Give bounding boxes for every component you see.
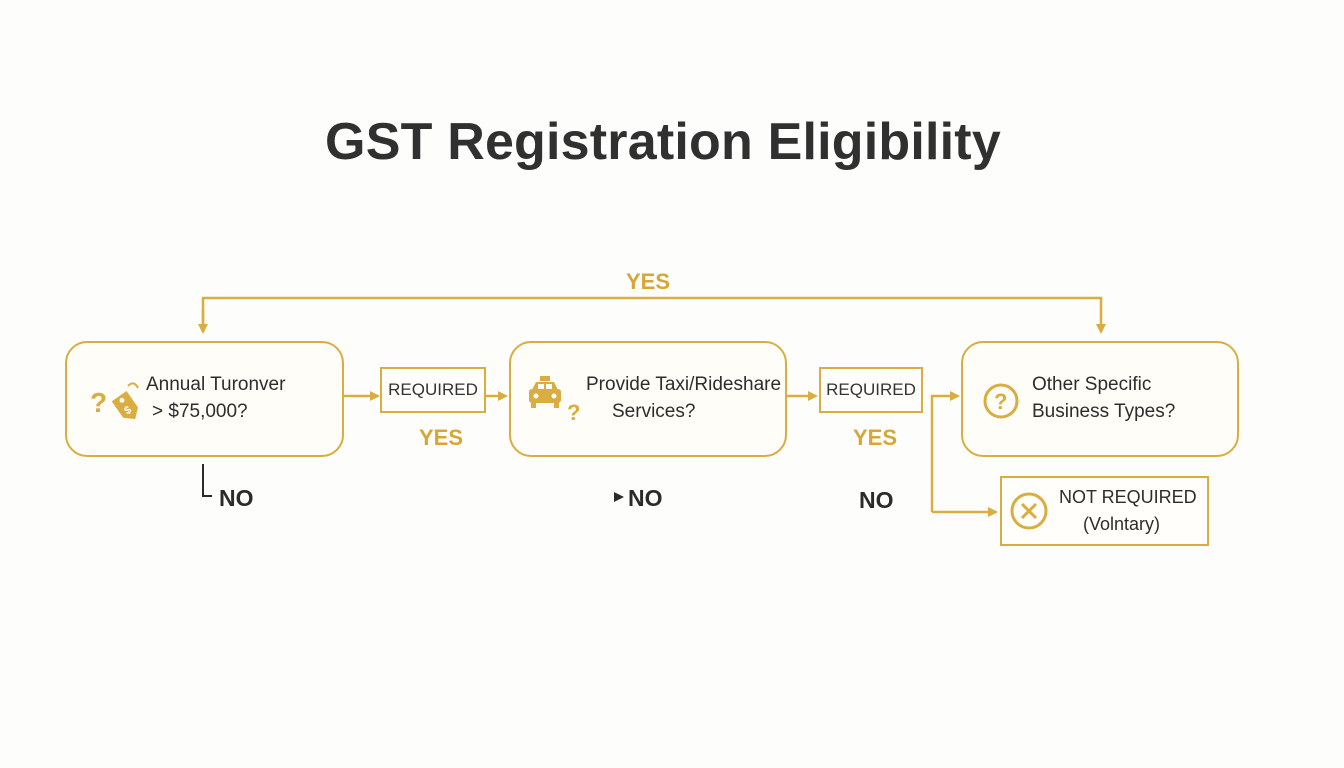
required-badge-1: REQUIRED	[380, 367, 486, 413]
other-question-line1: Other Specific	[1032, 374, 1152, 395]
taxi-question-line2: Services?	[612, 401, 696, 422]
yes-label-1: YES	[419, 425, 464, 450]
price-tag-question-icon: ? $	[90, 382, 139, 420]
yes-label-2: YES	[853, 425, 898, 450]
no-label-3: NO	[859, 487, 894, 513]
not-required-result	[1000, 476, 1209, 546]
turnover-decision-node	[65, 341, 344, 457]
svg-text:$: $	[122, 404, 134, 417]
turnover-question-line1: Annual Turonver	[146, 374, 286, 395]
svg-text:?: ?	[994, 389, 1007, 414]
x-circle-icon	[1010, 492, 1048, 530]
yes-loop-line	[201, 296, 1106, 334]
other-business-decision-node	[961, 341, 1239, 457]
question-circle-icon: ?	[983, 383, 1019, 419]
taxi-question-line1: Provide Taxi/Rideshare	[586, 374, 782, 395]
arrow-required-other	[930, 391, 960, 512]
turnover-question-line2: > $75,000?	[152, 401, 248, 422]
svg-text:?: ?	[90, 387, 107, 418]
other-question-line2: Business Types?	[1032, 401, 1176, 422]
svg-text:?: ?	[567, 400, 580, 424]
diagram-title: GST Registration Eligibility	[325, 113, 1001, 171]
no-label-1: NO	[219, 485, 254, 511]
not-required-line2: (Volntary)	[1083, 514, 1161, 534]
not-required-line1: NOT REQUIRED	[1059, 487, 1197, 507]
no-label-2: NO	[628, 485, 663, 511]
yes-label-top: YES	[626, 269, 671, 294]
no-branch-bracket	[202, 464, 212, 497]
taxi-question-icon: ?	[529, 376, 580, 424]
required-badge-2: REQUIRED	[819, 367, 923, 413]
